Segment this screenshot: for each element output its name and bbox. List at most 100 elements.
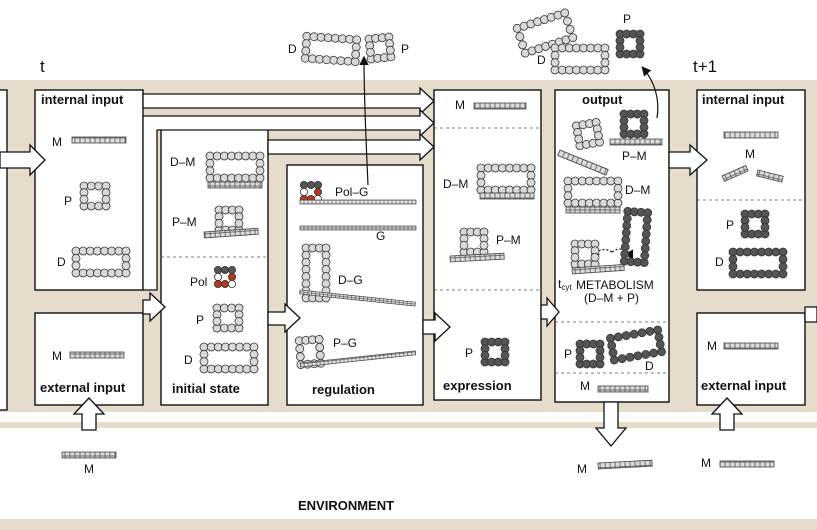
- mrna-fragment-a-next: [721, 164, 749, 183]
- mrna-p-m-expression: [449, 252, 505, 263]
- mrna-output-a: [557, 149, 609, 176]
- molecule-glyphs: [61, 8, 788, 470]
- protein-output-a: [572, 118, 604, 150]
- panel-title-internal-input: internal input: [41, 92, 124, 107]
- environment-label: ENVIRONMENT: [298, 498, 394, 513]
- mrna-m-env-left: [61, 451, 117, 459]
- protein-p-internal: [79, 181, 111, 211]
- initial-state-panel: [160, 127, 269, 406]
- label-d-output: D: [645, 359, 654, 373]
- label-p-m-output: P–M: [622, 149, 647, 163]
- label-pol-g: Pol–G: [335, 185, 368, 199]
- label-p-m-initial: P–M: [172, 215, 197, 229]
- mrna-d-m-output: [565, 206, 621, 214]
- protein-d-top-left: [300, 31, 362, 67]
- panel-title-initial-state: initial state: [172, 381, 240, 396]
- arrow-regulation-to-expression: [422, 311, 451, 343]
- dashed-separators: [161, 127, 805, 374]
- arrow-output-to-environment: [594, 401, 628, 448]
- flow-arrows: [0, 86, 817, 448]
- arrow-environment-into-external-input: [72, 397, 106, 431]
- panel-title-external-input-next: external input: [701, 378, 787, 393]
- arrow-output-to-next: [668, 143, 708, 177]
- label-m-internal: M: [52, 135, 62, 149]
- panel-title-output: output: [582, 92, 623, 107]
- arrow-to-expression-upper: [142, 108, 435, 291]
- protein-metabolism-p: [570, 239, 600, 269]
- label-d-top-left: D: [288, 42, 297, 56]
- label-p-expression: P: [465, 346, 473, 360]
- label-p-m-expression: P–M: [496, 233, 521, 247]
- arrow-into-regulation: [267, 302, 301, 334]
- panel-title-regulation: regulation: [312, 382, 375, 397]
- protein-d-m-expression: [476, 163, 536, 195]
- arrow-initial-state-to-expression: [267, 132, 435, 162]
- label-p-internal-next: P: [726, 218, 734, 232]
- panel-title-external-input: external input: [40, 380, 126, 395]
- label-d-initial: D: [184, 353, 193, 367]
- mrna-m-env-mid: [597, 459, 653, 470]
- panel-title-internal-input-next: internal input: [702, 92, 785, 107]
- label-d-internal: D: [57, 255, 66, 269]
- left-edge-box: [0, 89, 8, 411]
- protein-p-top-left: [364, 32, 396, 64]
- protein-d-top-right-a: [512, 8, 578, 58]
- polymerase-initial: [213, 265, 236, 288]
- mrna-m-expression: [473, 102, 527, 110]
- arrow-right-edge: [804, 306, 817, 323]
- protein-p-internal-next: [740, 209, 770, 239]
- label-metabolism-formula: (D–M + P): [584, 291, 639, 305]
- label-p-top-right: P: [623, 12, 631, 26]
- protein-d-output: [606, 325, 666, 365]
- gene-p-g: [299, 350, 417, 368]
- mrna-m-env-right: [719, 460, 775, 468]
- label-d-internal-next: D: [715, 255, 724, 269]
- label-p-g: P–G: [333, 336, 357, 350]
- protein-p-expression: [480, 337, 510, 367]
- mrna-p-m-initial: [203, 227, 259, 239]
- time-current: t: [40, 57, 45, 76]
- mrna-p-m-output: [609, 138, 663, 146]
- output-release-arrow: [641, 66, 659, 119]
- arrow-into-internal-input: [0, 143, 46, 177]
- protein-d-internal-next: [728, 247, 788, 279]
- label-m-external-next: M: [707, 339, 717, 353]
- mrna-d-m-initial: [207, 181, 263, 189]
- protein-p-m-initial: [214, 205, 244, 235]
- label-tcyt: tcyt: [558, 277, 572, 292]
- protein-d-internal: [71, 246, 131, 278]
- label-p-output: P: [564, 347, 572, 361]
- label-p-initial: P: [196, 313, 204, 327]
- label-m-internal-next: M: [745, 147, 755, 161]
- label-m-env-mid: M: [577, 462, 587, 476]
- gene-d-g: [299, 289, 416, 307]
- label-d-g: D–G: [338, 273, 363, 287]
- time-next: t+1: [693, 57, 717, 76]
- mrna-d-m-expression: [479, 192, 535, 200]
- label-m-output: M: [580, 379, 590, 393]
- protein-d-initial: [199, 342, 259, 374]
- label-p-top-left: P: [401, 42, 409, 56]
- mrna-metabolism: [571, 263, 625, 275]
- arrow-environment-into-external-input-next: [710, 397, 744, 431]
- arrow-into-initial-state: [142, 291, 166, 323]
- mrna-m-external: [69, 351, 125, 359]
- mrna-m-external-next: [723, 342, 779, 350]
- text-labels: t t+1 internal input external input init…: [40, 12, 787, 513]
- mrna-m-output: [597, 385, 649, 393]
- protein-d-top-right-b: [550, 43, 610, 75]
- gene-pol-g: [299, 199, 417, 205]
- protein-p-initial: [212, 303, 244, 333]
- protein-p-output: [575, 339, 605, 369]
- mrna-fragment-b-next: [756, 169, 784, 183]
- panel-title-expression: expression: [443, 378, 512, 393]
- pol-g-release-arrow: [359, 55, 369, 186]
- arrow-expression-to-output: [540, 296, 560, 328]
- label-d-m-initial: D–M: [170, 155, 195, 169]
- protein-metabolism-d: [619, 206, 653, 268]
- arrow-internal-input-to-expression: [142, 86, 435, 116]
- label-m-external: M: [52, 349, 62, 363]
- label-d-m-output: D–M: [625, 183, 650, 197]
- external-input-panel-next: [696, 312, 806, 406]
